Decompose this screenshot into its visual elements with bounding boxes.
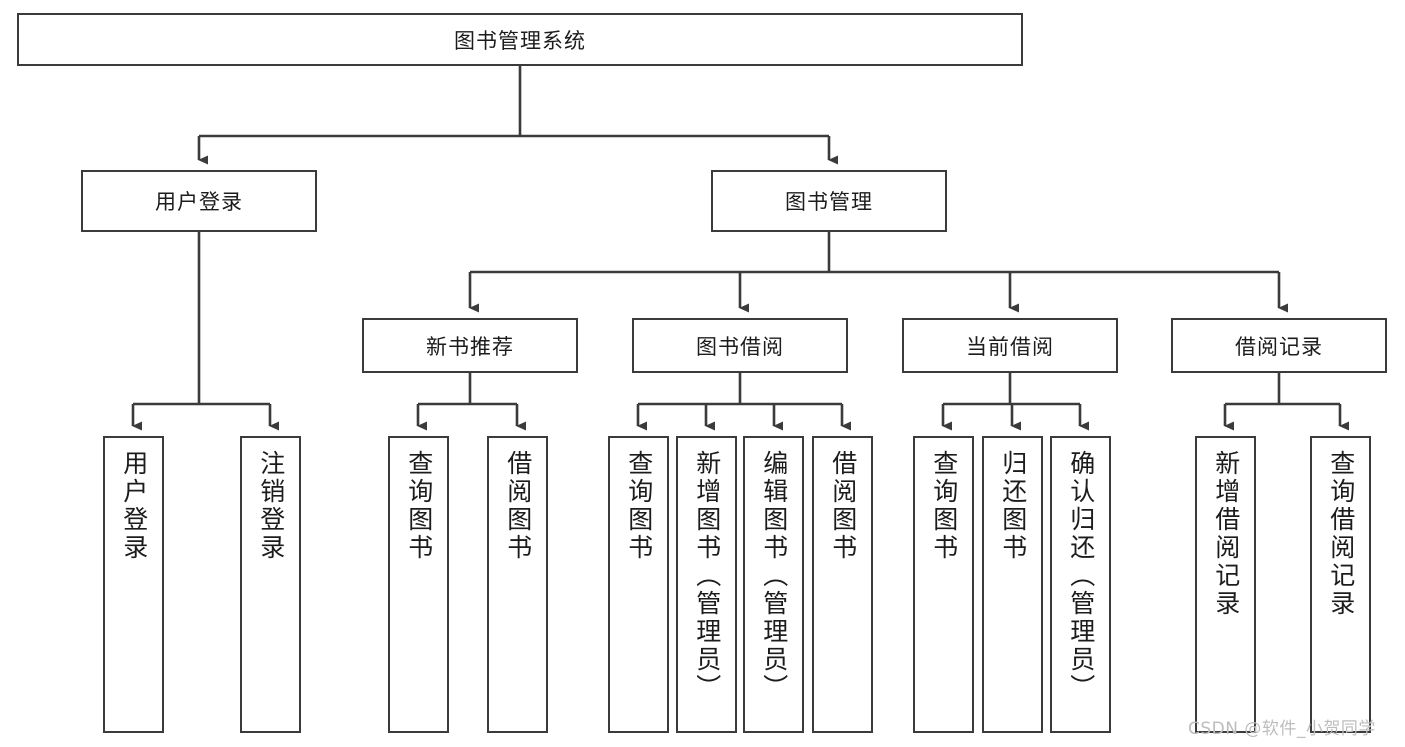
node-leaf-6[interactable]: 新增图书（管理员） [676, 436, 737, 733]
node-leaf-label: 新增图书（管理员） [692, 450, 722, 702]
watermark: CSDN @软件_小贺同学 [1188, 719, 1376, 739]
node-level3-1[interactable]: 新书推荐 [362, 318, 578, 373]
node-leaf-label: 查询借阅记录 [1326, 450, 1356, 618]
node-level3-4[interactable]: 借阅记录 [1171, 318, 1387, 373]
node-leaf-label: 查询图书 [624, 450, 654, 562]
node-leaf-12[interactable]: 新增借阅记录 [1195, 436, 1256, 733]
node-leaf-10[interactable]: 归还图书 [982, 436, 1043, 733]
node-level3-label: 当前借阅 [966, 334, 1054, 359]
node-leaf-label: 借阅图书 [503, 450, 533, 562]
node-leaf-13[interactable]: 查询借阅记录 [1310, 436, 1371, 733]
node-leaf-label: 归还图书 [998, 450, 1028, 562]
node-leaf-label: 注销登录 [256, 450, 286, 562]
node-leaf-label: 确认归还（管理员） [1066, 450, 1096, 702]
node-level3-label: 图书借阅 [696, 334, 784, 359]
node-leaf-label: 编辑图书（管理员） [759, 450, 789, 702]
node-leaf-9[interactable]: 查询图书 [913, 436, 974, 733]
node-leaf-2[interactable]: 注销登录 [240, 436, 301, 733]
node-level3-label: 新书推荐 [426, 334, 514, 359]
node-leaf-label: 新增借阅记录 [1211, 450, 1241, 618]
node-leaf-4[interactable]: 借阅图书 [487, 436, 548, 733]
node-root-label: 图书管理系统 [454, 28, 586, 53]
node-root[interactable]: 图书管理系统 [17, 13, 1023, 66]
node-level2-1[interactable]: 用户登录 [81, 170, 317, 232]
node-leaf-1[interactable]: 用户登录 [103, 436, 164, 733]
node-leaf-11[interactable]: 确认归还（管理员） [1050, 436, 1111, 733]
node-leaf-3[interactable]: 查询图书 [388, 436, 449, 733]
node-level2-label: 图书管理 [785, 190, 873, 214]
node-level3-3[interactable]: 当前借阅 [902, 318, 1118, 373]
node-leaf-label: 查询图书 [404, 450, 434, 562]
node-level3-label: 借阅记录 [1235, 334, 1323, 359]
node-leaf-label: 借阅图书 [828, 450, 858, 562]
node-leaf-7[interactable]: 编辑图书（管理员） [743, 436, 804, 733]
node-level3-2[interactable]: 图书借阅 [632, 318, 848, 373]
node-leaf-label: 查询图书 [929, 450, 959, 562]
node-leaf-label: 用户登录 [119, 450, 149, 562]
node-level2-2[interactable]: 图书管理 [711, 170, 947, 232]
node-level2-label: 用户登录 [155, 190, 243, 214]
node-leaf-8[interactable]: 借阅图书 [812, 436, 873, 733]
node-leaf-5[interactable]: 查询图书 [608, 436, 669, 733]
